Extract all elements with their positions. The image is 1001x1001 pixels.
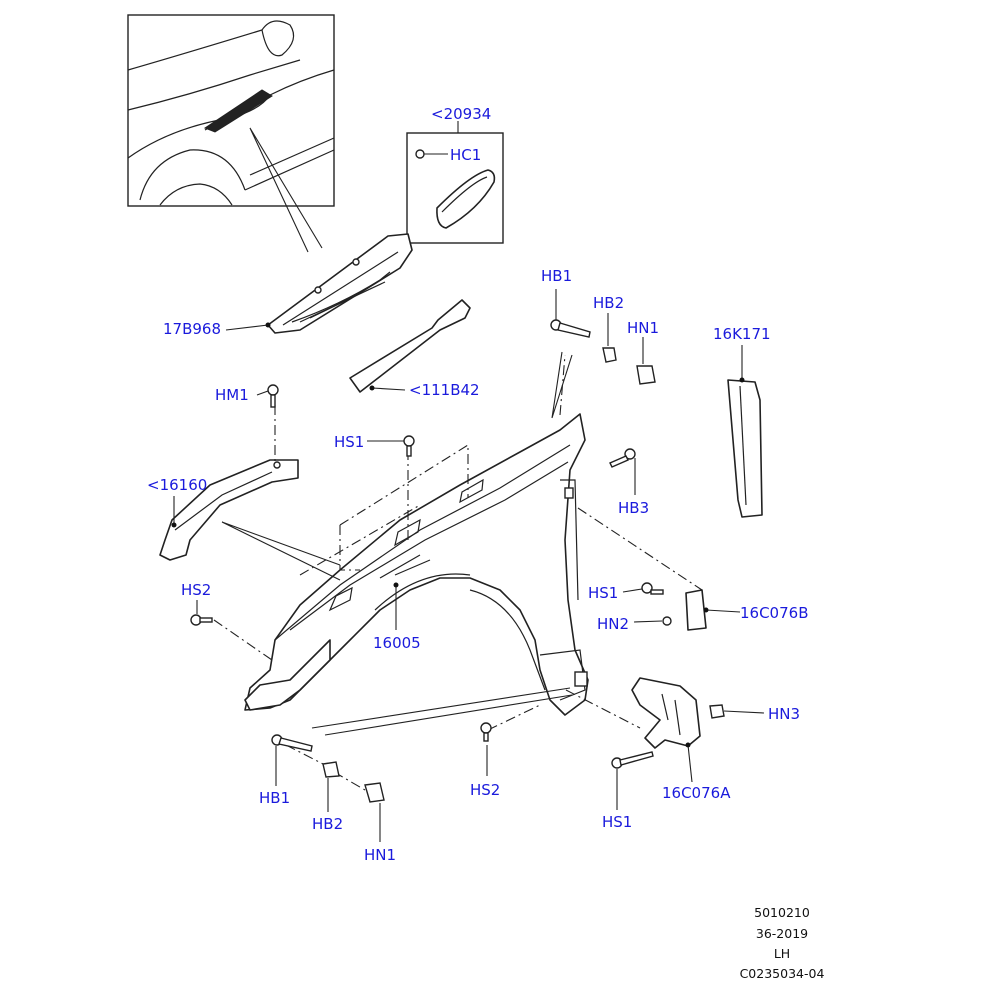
hardware-fasteners [190, 319, 725, 803]
side-seal-16k171 [727, 379, 763, 518]
lower-leader-lines [311, 687, 573, 736]
label-hb2-top: HB2 [593, 294, 624, 312]
label-16005: 16005 [373, 634, 421, 652]
label-hn1-bottom: HN1 [364, 846, 396, 864]
front-fender-16005 [244, 413, 589, 716]
label-hs2-left: HS2 [181, 581, 211, 599]
label-hm1: HM1 [215, 386, 249, 404]
highlighted-vent [203, 89, 273, 133]
label-hb1-bottom: HB1 [259, 789, 290, 807]
cap-kit-box [406, 132, 504, 244]
footer-line-4: C0235034-04 [740, 966, 825, 981]
label-hn1-top: HN1 [627, 319, 659, 337]
inset-leader-lines [249, 127, 323, 253]
bracket-16c076a [631, 677, 701, 749]
label-hb1-top: HB1 [541, 267, 572, 285]
label-16k171: 16K171 [713, 325, 771, 343]
label-leaders [171, 289, 765, 842]
label-ref-20934: <20934 [431, 105, 491, 123]
fender-vent-trim [267, 233, 413, 334]
label-hb2-bottom: HB2 [312, 815, 343, 833]
bracket-16c076b [685, 589, 707, 631]
label-17b968: 17B968 [163, 320, 221, 338]
label-hs1-top: HS1 [334, 433, 364, 451]
vehicle-inset [127, 14, 335, 207]
label-hn3: HN3 [768, 705, 800, 723]
label-16c076b: 16C076B [740, 604, 808, 622]
label-ref-16160: <16160 [147, 476, 207, 494]
label-111b42: <111B42 [409, 381, 480, 399]
label-hs1-bottom: HS1 [602, 813, 632, 831]
label-16c076a: 16C076A [662, 784, 731, 802]
footer-line-1: 5010210 [754, 905, 810, 920]
fender-bracket-16160 [159, 459, 299, 561]
label-hc1: HC1 [450, 146, 481, 164]
label-hs1-right: HS1 [588, 584, 618, 602]
label-hn2: HN2 [597, 615, 629, 633]
top-leader-lines [551, 351, 573, 419]
label-hs2-bottom: HS2 [470, 781, 500, 799]
footer-line-2: 36-2019 [756, 926, 808, 941]
label-hb3: HB3 [618, 499, 649, 517]
fender-leader-lines [221, 521, 341, 581]
fender-seal-strip [349, 299, 471, 393]
footer-line-3: LH [774, 946, 790, 961]
